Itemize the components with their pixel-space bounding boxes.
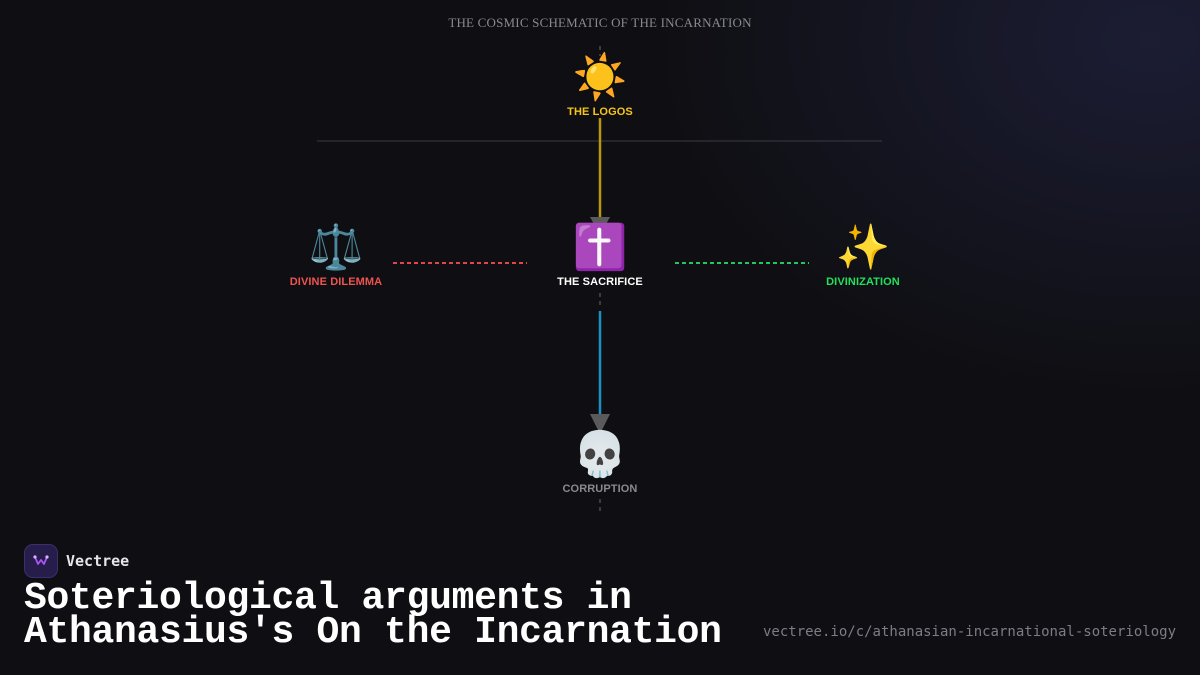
brand[interactable]: Vectree	[24, 544, 129, 578]
node-corruption: 💀 CORRUPTION	[520, 430, 680, 496]
node-label-divine-dilemma: DIVINE DILEMMA	[289, 276, 383, 288]
node-label-divinization: DIVINIZATION	[826, 276, 900, 288]
node-label-the-sacrifice: THE SACRIFICE	[557, 276, 643, 288]
headline-line-1: Soteriological arguments in	[24, 577, 632, 620]
source-url[interactable]: vectree.io/c/athanasian-incarnational-so…	[762, 624, 1176, 640]
sparkles-icon: ✨	[835, 223, 891, 272]
arrowhead-to-sacrifice	[590, 217, 610, 235]
node-the-sacrifice: ✝️ THE SACRIFICE	[520, 223, 680, 289]
brand-name: Vectree	[66, 552, 130, 570]
page-headline: Soteriological arguments in Athanasius's…	[24, 580, 722, 652]
arrowhead-to-corruption	[590, 414, 610, 434]
node-label-corruption: CORRUPTION	[562, 483, 638, 495]
scales-icon: ⚖️	[308, 223, 364, 272]
node-divine-dilemma: ⚖️ DIVINE DILEMMA	[256, 223, 416, 289]
skull-icon: 💀	[572, 430, 628, 479]
node-divinization: ✨ DIVINIZATION	[783, 223, 943, 289]
diagram-title: THE COSMIC SCHEMATIC OF THE INCARNATION	[448, 15, 752, 30]
node-the-logos: ☀️ THE LOGOS	[520, 53, 680, 119]
node-label-the-logos: THE LOGOS	[567, 106, 633, 118]
vectree-logo-icon	[24, 544, 58, 578]
headline-line-2: Athanasius's On the Incarnation	[24, 611, 722, 654]
cross-icon: ✝️	[572, 223, 628, 272]
sun-icon: ☀️	[572, 53, 628, 102]
